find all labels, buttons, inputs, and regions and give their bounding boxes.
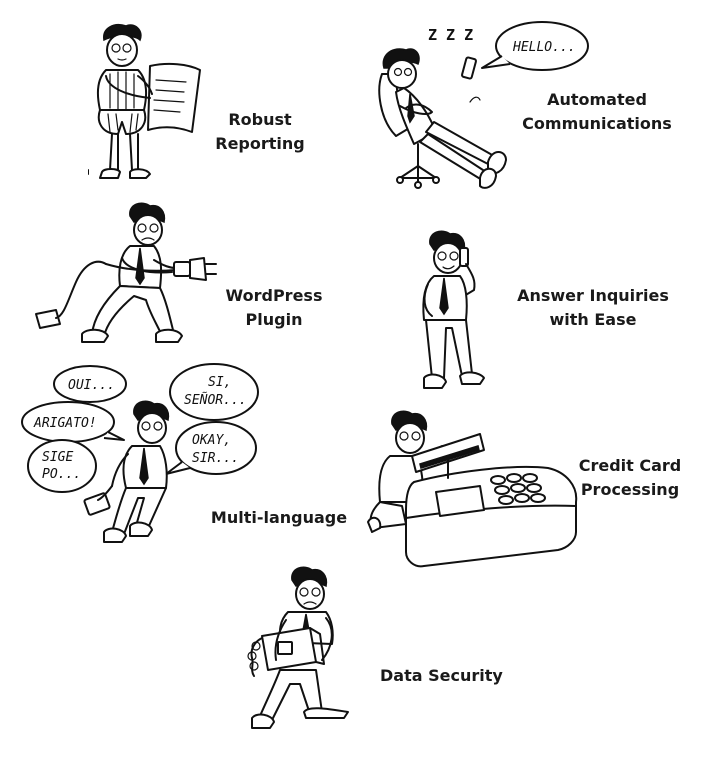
hello-bubble-text: HELLO... (512, 40, 576, 55)
si-bubble-text-line1: SI, (208, 375, 231, 390)
sleep-z-text: Z Z Z (428, 26, 473, 44)
man-sleeping-in-chair-illustration: Z Z Z HELLO... (378, 21, 589, 189)
feature-line: Automated (547, 90, 647, 109)
feature-line: Communications (522, 114, 672, 133)
man-on-phone-illustration (422, 230, 485, 389)
man-carrying-safe-illustration (247, 566, 349, 729)
feature-line: Credit Card (578, 456, 682, 475)
oui-bubble-text: OUI... (68, 378, 115, 393)
okay-bubble-text-line1: OKAY, (192, 433, 231, 448)
sige-bubble-text-line2: PO... (42, 467, 81, 482)
feature-label-answer-inquiries: Answer Inquiries with Ease (516, 284, 670, 332)
feature-line: Robust (228, 110, 292, 129)
man-with-card-terminal-illustration (367, 410, 578, 568)
feature-label-robust-reporting: Robust Reporting (212, 108, 308, 156)
feature-line: Multi-language (210, 508, 348, 527)
feature-line: Answer Inquiries (517, 286, 669, 305)
okay-bubble-text-line2: SIR... (192, 451, 239, 466)
man-with-speech-bubbles-illustration: OUI... ARIGATO! SIGE PO... SI, SEÑOR... … (21, 363, 259, 543)
feature-label-automated-communications: Automated Communications (522, 88, 672, 136)
feature-line: WordPress (225, 286, 323, 305)
feature-label-wordpress-plugin: WordPress Plugin (222, 284, 326, 332)
feature-label-multi-language: Multi-language (210, 506, 348, 530)
man-reading-report-illustration (88, 24, 201, 179)
feature-line: with Ease (549, 310, 637, 329)
feature-line: Plugin (245, 310, 303, 329)
feature-label-data-security: Data Security (380, 664, 503, 688)
man-with-plug-illustration (35, 202, 217, 343)
arigato-bubble-text: ARIGATO! (33, 416, 97, 431)
feature-label-credit-card: Credit Card Processing (576, 454, 684, 502)
sige-bubble-text-line1: SIGE (42, 450, 73, 465)
feature-line: Data Security (380, 666, 503, 685)
feature-line: Reporting (215, 134, 305, 153)
feature-line: Processing (580, 480, 680, 499)
si-bubble-text-line2: SEÑOR... (184, 392, 247, 408)
